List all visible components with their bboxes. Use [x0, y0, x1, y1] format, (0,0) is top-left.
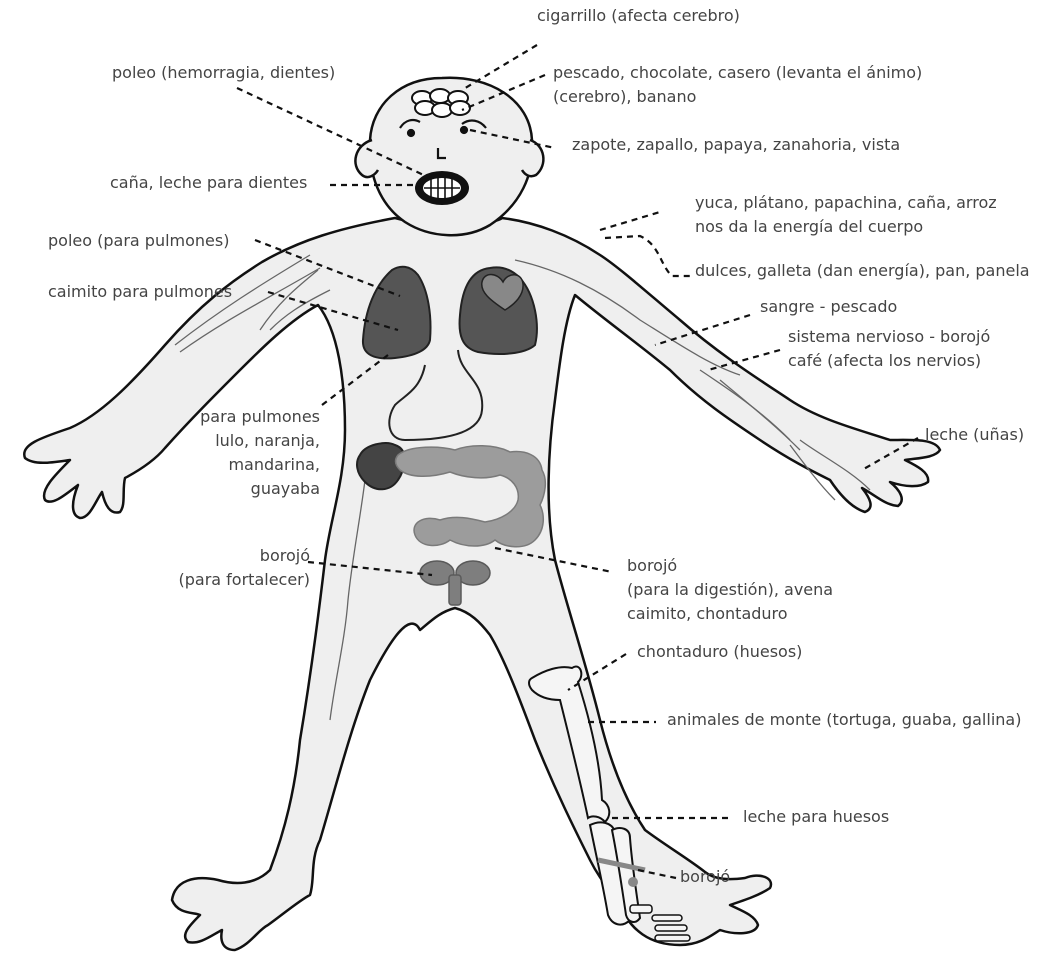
label-para-pulmones-line4: guayaba	[160, 478, 320, 500]
label-para-pulmones-line1: para pulmones	[160, 406, 320, 428]
mouth	[415, 171, 469, 205]
label-pescado-chocolate-line1: pescado, chocolate, casero (levanta el á…	[553, 62, 922, 84]
label-leche-unas: leche (uñas)	[925, 424, 1024, 446]
label-poleo-hemorragia: poleo (hemorragia, dientes)	[112, 62, 335, 84]
label-yuca-line2: nos da la energía del cuerpo	[695, 216, 923, 238]
label-borojo-fortalecer-line2: (para fortalecer)	[120, 569, 310, 591]
label-cigarrillo: cigarrillo (afecta cerebro)	[537, 5, 740, 27]
label-para-pulmones-line2: lulo, naranja,	[160, 430, 320, 452]
label-sistema-line2: café (afecta los nervios)	[788, 350, 981, 372]
label-para-pulmones-line3: mandarina,	[160, 454, 320, 476]
label-borojo-fortalecer-line1: borojó	[120, 545, 310, 567]
label-borojo-digestion-line1: borojó	[627, 555, 677, 577]
label-poleo-pulmones: poleo (para pulmones)	[48, 230, 229, 252]
label-sangre: sangre - pescado	[760, 296, 897, 318]
label-chontaduro: chontaduro (huesos)	[637, 641, 802, 663]
label-dulces: dulces, galleta (dan energía), pan, pane…	[695, 260, 1030, 282]
label-borojo-digestion-line3: caimito, chontaduro	[627, 603, 788, 625]
bone-dot	[628, 877, 638, 887]
label-pescado-chocolate-line2: (cerebro), banano	[553, 86, 696, 108]
label-borojo-bones: borojó	[680, 866, 730, 888]
label-yuca-line1: yuca, plátano, papachina, caña, arroz	[695, 192, 997, 214]
label-borojo-digestion-line2: (para la digestión), avena	[627, 579, 833, 601]
label-leche-huesos: leche para huesos	[743, 806, 889, 828]
label-animales: animales de monte (tortuga, guaba, galli…	[667, 709, 1021, 731]
label-caimito-pulmones: caimito para pulmones	[48, 281, 232, 303]
label-zapote: zapote, zapallo, papaya, zanahoria, vist…	[572, 134, 900, 156]
label-sistema-line1: sistema nervioso - borojó	[788, 326, 990, 348]
brain	[412, 89, 470, 117]
label-cana-leche: caña, leche para dientes	[110, 172, 307, 194]
